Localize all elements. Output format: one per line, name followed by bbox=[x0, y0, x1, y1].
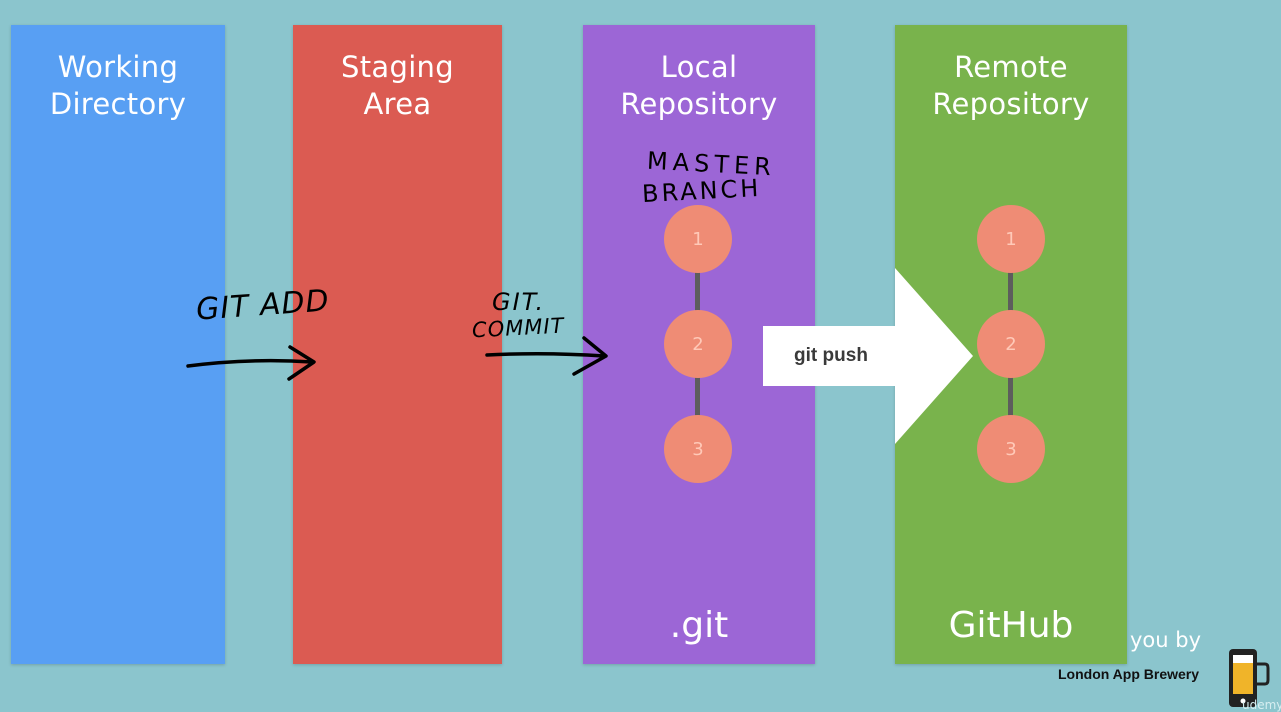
commit-link bbox=[695, 268, 700, 318]
local-commit-node: 3 bbox=[664, 415, 732, 483]
title-line: Repository bbox=[620, 87, 778, 121]
title-line: Remote bbox=[954, 50, 1068, 84]
local-repository-title: Local Repository bbox=[583, 49, 815, 123]
git-push-label: git push bbox=[794, 345, 868, 366]
commit-link bbox=[1008, 375, 1013, 425]
remote-repository-footer: GitHub bbox=[948, 605, 1074, 646]
udemy-watermark: udemy bbox=[1242, 698, 1281, 712]
local-commit-node: 1 bbox=[664, 205, 732, 273]
commit-link bbox=[695, 375, 700, 425]
brand-name: London App Brewery bbox=[1058, 666, 1200, 682]
brought-to-you-text: you by bbox=[1130, 628, 1202, 652]
remote-commit-node: 3 bbox=[977, 415, 1045, 483]
local-repository-footer: .git bbox=[669, 605, 729, 646]
title-line: Local bbox=[660, 50, 738, 84]
title-line: Staging bbox=[341, 50, 454, 84]
title-line: Repository bbox=[932, 87, 1090, 121]
working-directory-title: Working Directory bbox=[11, 49, 225, 123]
remote-commit-node: 1 bbox=[977, 205, 1045, 273]
title-line: Working bbox=[57, 50, 179, 84]
git-commit-handwriting-line2: COMMIT bbox=[471, 313, 566, 343]
staging-area-column: Staging Area bbox=[293, 25, 502, 664]
title-line: Area bbox=[363, 87, 432, 121]
title-line: Directory bbox=[49, 87, 187, 121]
working-directory-column: Working Directory bbox=[11, 25, 225, 664]
remote-commit-node: 2 bbox=[977, 310, 1045, 378]
local-commit-node: 2 bbox=[664, 310, 732, 378]
staging-area-title: Staging Area bbox=[293, 49, 502, 123]
commit-link bbox=[1008, 268, 1013, 318]
remote-repository-title: Remote Repository bbox=[895, 49, 1127, 123]
git-commit-handwriting-line1: GIT. bbox=[492, 288, 546, 316]
beer-mug-icon bbox=[1229, 649, 1270, 707]
